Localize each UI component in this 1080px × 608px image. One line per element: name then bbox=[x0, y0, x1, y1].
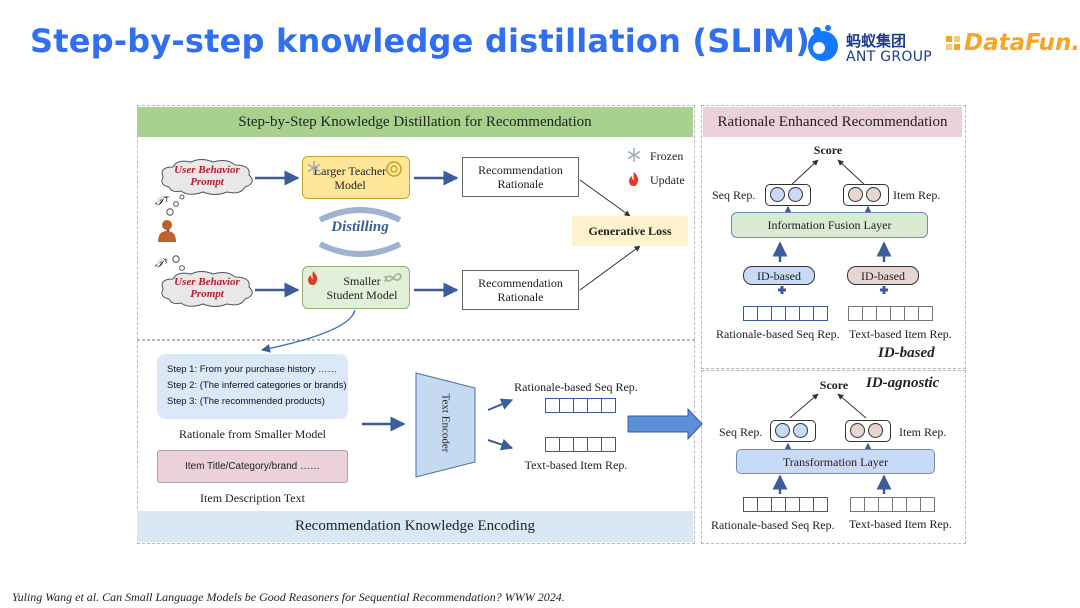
ant-group-logo: 蚂蚁集团 ANT GROUP bbox=[806, 24, 938, 70]
teacher-model-label: Larger Teacher Model bbox=[313, 163, 387, 192]
prompt-text-top: User Behavior Prompt bbox=[174, 164, 240, 188]
encoding-seq-rep-vector bbox=[545, 398, 616, 413]
item-caption-bottom: Text-based Item Rep. bbox=[849, 517, 952, 531]
score-top: Score bbox=[813, 143, 843, 157]
seq-rep-top-label: Seq Rep. bbox=[712, 188, 756, 202]
distilling-label: Distilling bbox=[331, 219, 389, 235]
flame-icon bbox=[308, 271, 318, 285]
id-based-right-label: ID-based bbox=[861, 268, 905, 283]
seq-caption-bottom: Rationale-based Seq Rep. bbox=[711, 518, 835, 532]
item-rep-top-pair bbox=[843, 184, 889, 206]
datafun-logo: DataFun. bbox=[944, 28, 1080, 64]
transformation-layer: Transformation Layer bbox=[736, 449, 935, 474]
seq-vector-top bbox=[743, 306, 828, 321]
tau-student-label: 𝒯ˢ bbox=[155, 256, 167, 270]
meta-icon bbox=[384, 273, 402, 283]
step-3: Step 3: (The recommended products) bbox=[167, 396, 325, 407]
rationale-box-bottom: Recommendation Rationale bbox=[462, 270, 579, 310]
citation: Yuling Wang et al. Can Small Language Mo… bbox=[12, 590, 565, 604]
prompt-cloud-top bbox=[161, 159, 253, 195]
item-description-box: Item Title/Category/brand …… bbox=[157, 450, 348, 483]
item-rep-bottom-label: Item Rep. bbox=[899, 425, 947, 439]
user-icon bbox=[158, 220, 176, 242]
openai-icon bbox=[386, 161, 402, 177]
step-2: Step 2: (The inferred categories or bran… bbox=[167, 380, 347, 391]
item-rep-top-label: Item Rep. bbox=[893, 188, 941, 202]
id-based-left: ID-based bbox=[743, 266, 815, 285]
distillation-header: Step-by-Step Knowledge Distillation for … bbox=[137, 107, 693, 137]
rationale-steps-box: Step 1: From your purchase history …… St… bbox=[157, 354, 348, 419]
rationale-box-top: Recommendation Rationale bbox=[462, 157, 579, 197]
item-rep-bottom-pair bbox=[845, 420, 891, 442]
score-bottom: Score bbox=[819, 378, 849, 392]
legend-update-label: Update bbox=[650, 173, 685, 187]
encoding-footer: Recommendation Knowledge Encoding bbox=[137, 511, 693, 542]
item-caption: Item Description Text bbox=[200, 491, 305, 505]
generative-loss-box: Generative Loss bbox=[572, 216, 688, 246]
id-based-left-label: ID-based bbox=[757, 268, 801, 283]
item-caption-top: Text-based Item Rep. bbox=[849, 327, 952, 341]
generative-loss-label: Generative Loss bbox=[588, 224, 672, 238]
snowflake-icon bbox=[307, 161, 321, 175]
datafun-logo-text: DataFun. bbox=[964, 30, 1080, 56]
prompt-cloud-bottom bbox=[161, 271, 253, 307]
seq-caption-top: Rationale-based Seq Rep. bbox=[716, 327, 840, 341]
id-based-right: ID-based bbox=[847, 266, 919, 285]
fusion-layer: Information Fusion Layer bbox=[731, 212, 928, 238]
ant-logo-en: ANT GROUP bbox=[846, 49, 933, 65]
fusion-layer-label: Information Fusion Layer bbox=[767, 218, 892, 232]
student-model-label: Smaller Student Model bbox=[326, 273, 398, 302]
id-agnostic-mode: ID-agnostic bbox=[866, 375, 940, 391]
legend-frozen-icon bbox=[627, 148, 641, 162]
encoding-seq-rep-label: Rationale-based Seq Rep. bbox=[514, 380, 638, 394]
prompt-text-bottom: User Behavior Prompt bbox=[174, 276, 240, 300]
rationale-enhanced-header: Rationale Enhanced Recommendation bbox=[703, 107, 962, 137]
ant-logo-icon bbox=[808, 25, 838, 61]
slide-title: Step-by-step knowledge distillation (SLI… bbox=[30, 22, 811, 60]
teacher-model-box: Larger Teacher Model bbox=[302, 156, 410, 199]
seq-rep-bottom-label: Seq Rep. bbox=[719, 425, 763, 439]
seq-rep-top-pair bbox=[765, 184, 811, 206]
student-model-box: Smaller Student Model bbox=[302, 266, 410, 309]
tau-teacher-label: 𝒯ᵀ bbox=[155, 194, 169, 208]
item-description-text: Item Title/Category/brand …… bbox=[184, 460, 321, 472]
ant-logo-cn: 蚂蚁集团 bbox=[846, 32, 907, 50]
id-based-mode: ID-based bbox=[878, 345, 935, 361]
encoding-item-rep-vector bbox=[545, 437, 616, 452]
seq-vector-bottom bbox=[743, 497, 828, 512]
step-1: Step 1: From your purchase history …… bbox=[167, 364, 338, 375]
rationale-caption: Rationale from Smaller Model bbox=[179, 427, 326, 441]
encoding-item-rep-label: Text-based Item Rep. bbox=[524, 458, 628, 472]
transformation-layer-label: Transformation Layer bbox=[782, 454, 889, 469]
item-vector-top bbox=[848, 306, 933, 321]
seq-rep-bottom-pair bbox=[770, 420, 816, 442]
rationale-label-bottom: Recommendation Rationale bbox=[478, 276, 563, 304]
legend-frozen-label: Frozen bbox=[650, 149, 684, 163]
rationale-label-top: Recommendation Rationale bbox=[478, 163, 563, 191]
text-encoder-label: Text Encoder bbox=[440, 393, 452, 453]
item-vector-bottom bbox=[850, 497, 935, 512]
datafun-logo-icon bbox=[946, 36, 960, 50]
legend-update-icon bbox=[629, 172, 639, 186]
